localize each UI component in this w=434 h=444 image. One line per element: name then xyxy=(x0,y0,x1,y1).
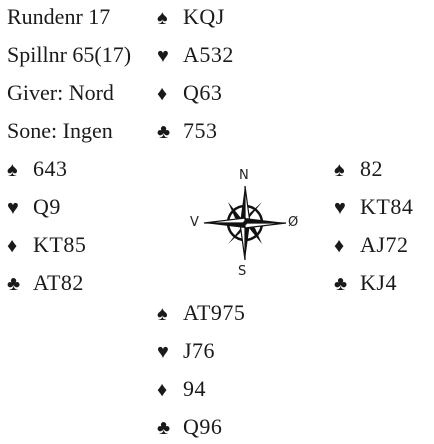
spade-icon: ♠ xyxy=(157,7,168,29)
club-icon: ♣ xyxy=(7,273,21,295)
west-clubs: ♣AT82 xyxy=(7,270,84,295)
spade-icon: ♠ xyxy=(157,303,168,325)
diamond-icon: ♦ xyxy=(7,235,18,257)
heart-icon: ♥ xyxy=(7,197,19,219)
board-number: Rundenr 17 xyxy=(7,4,111,29)
compass-rose: N S V Ø xyxy=(190,168,300,279)
club-icon: ♣ xyxy=(157,417,171,439)
compass-north-label: N xyxy=(239,168,249,183)
vulnerability: Sone: Ingen xyxy=(7,118,113,143)
diamond-icon: ♦ xyxy=(157,83,168,105)
north-hearts: ♥A532 xyxy=(157,42,234,67)
west-diamonds: ♦KT85 xyxy=(7,232,87,257)
compass-east-label: Ø xyxy=(288,215,299,230)
west-hearts: ♥Q9 xyxy=(7,194,61,219)
east-spades: ♠82 xyxy=(334,156,383,181)
north-spades: ♠KQJ xyxy=(157,4,225,29)
compass-west-label: V xyxy=(190,215,199,230)
spade-icon: ♠ xyxy=(7,159,18,181)
compass-south-label: S xyxy=(238,264,247,279)
east-clubs: ♣KJ4 xyxy=(334,270,397,295)
south-spades: ♠AT975 xyxy=(157,300,246,325)
south-diamonds: ♦94 xyxy=(157,376,206,401)
north-diamonds: ♦Q63 xyxy=(157,80,223,105)
east-diamonds: ♦AJ72 xyxy=(334,232,409,257)
club-icon: ♣ xyxy=(334,273,348,295)
club-icon: ♣ xyxy=(157,121,171,143)
diamond-icon: ♦ xyxy=(157,379,168,401)
spade-icon: ♠ xyxy=(334,159,345,181)
west-spades: ♠643 xyxy=(7,156,68,181)
dealer: Giver: Nord xyxy=(7,80,114,105)
south-clubs: ♣Q96 xyxy=(157,414,223,439)
south-hearts: ♥J76 xyxy=(157,338,216,363)
compass-rose-icon xyxy=(203,185,287,261)
east-hearts: ♥KT84 xyxy=(334,194,414,219)
heart-icon: ♥ xyxy=(157,341,169,363)
diamond-icon: ♦ xyxy=(334,235,345,257)
deal-number: Spillnr 65(17) xyxy=(7,42,132,67)
north-clubs: ♣753 xyxy=(157,118,218,143)
heart-icon: ♥ xyxy=(334,197,346,219)
heart-icon: ♥ xyxy=(157,45,169,67)
